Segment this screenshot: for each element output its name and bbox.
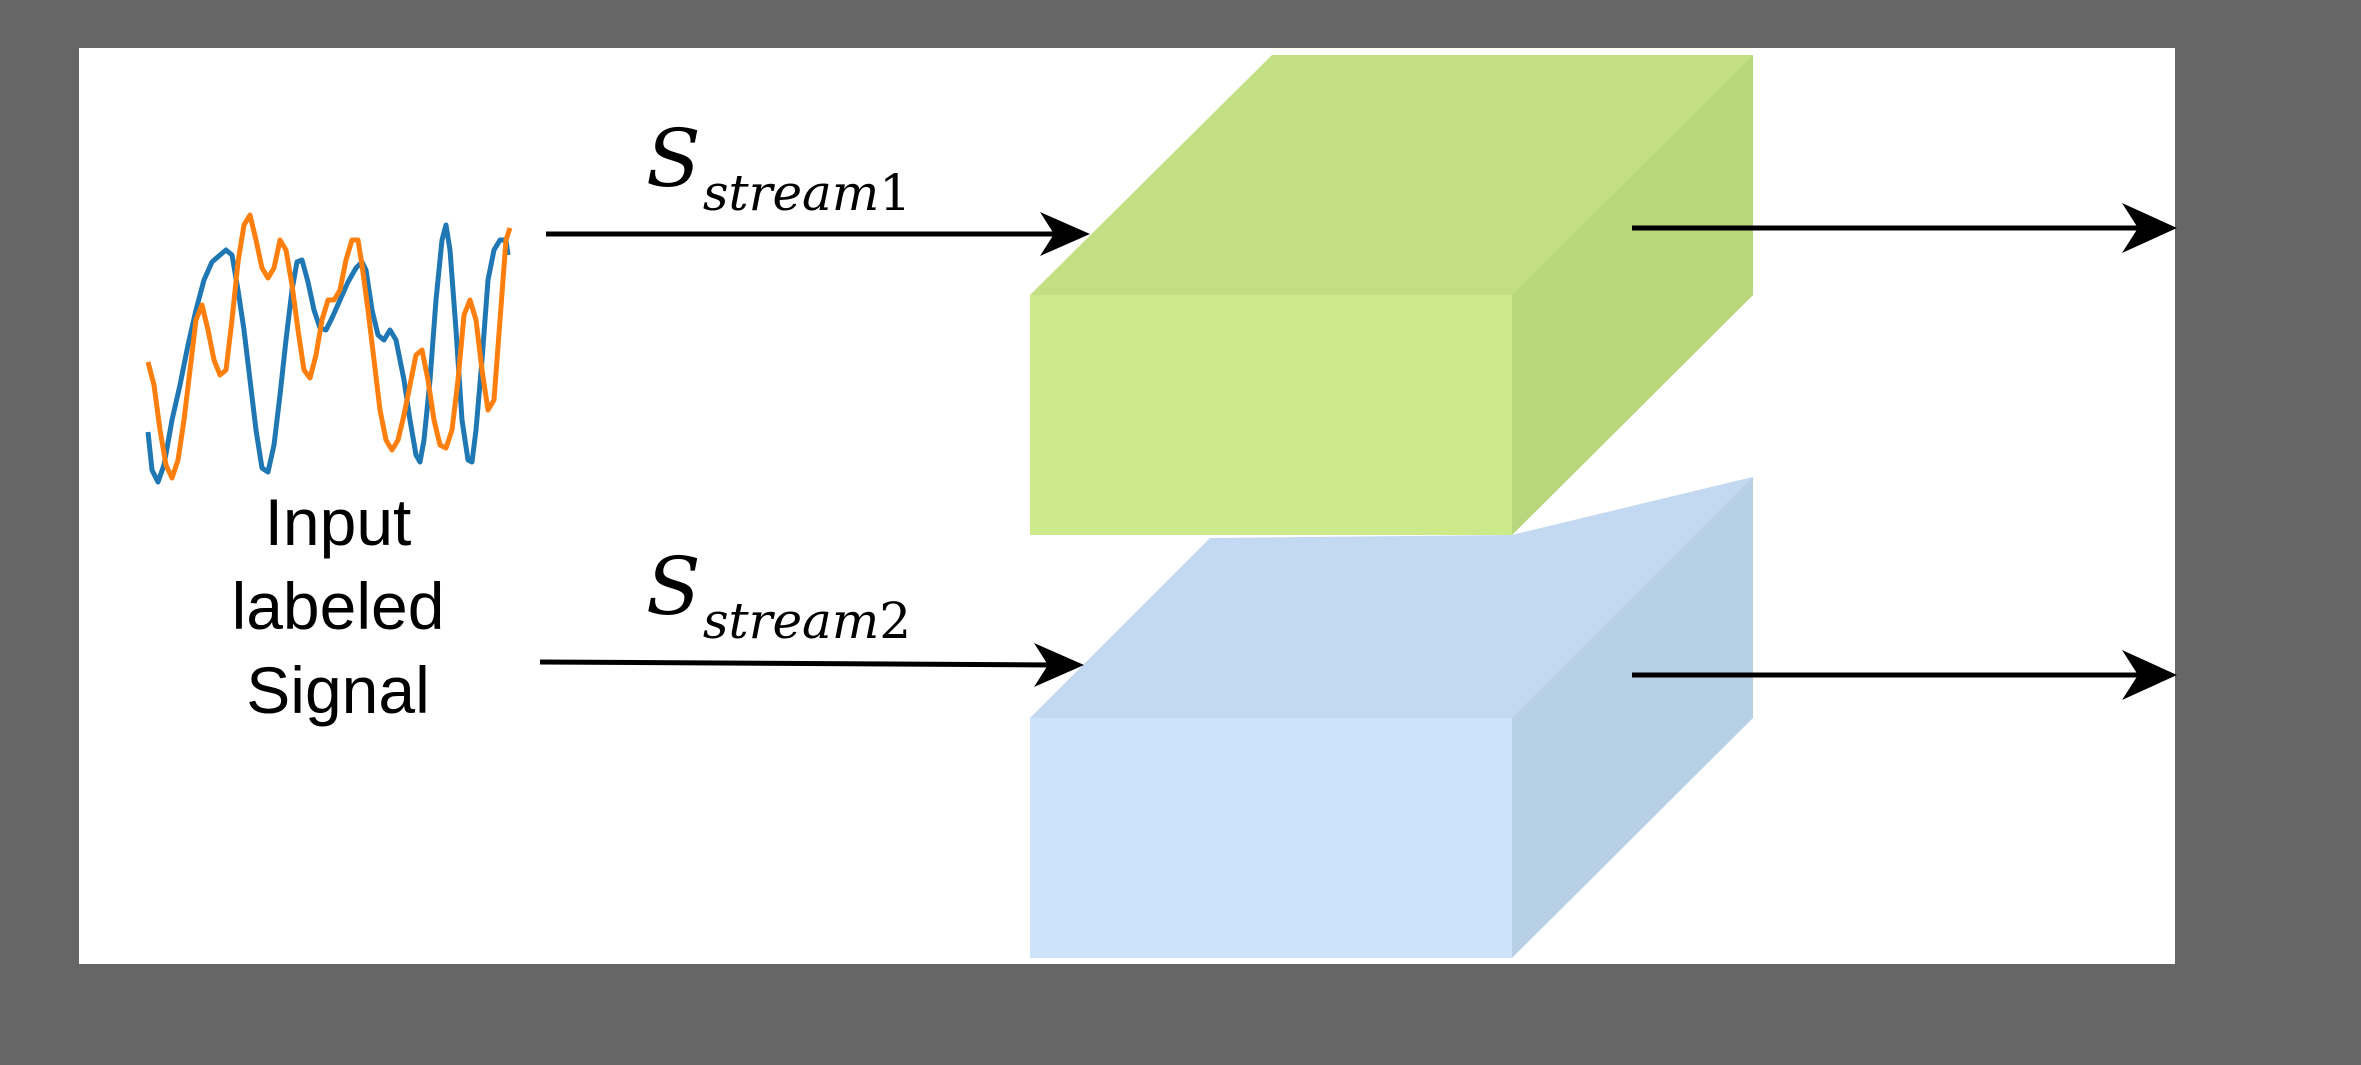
stream1-subscript: stream [702,164,880,222]
stream2-output-arrow [1632,650,2177,700]
stream2-block-side [1512,477,1753,958]
stream2-block [1030,55,1753,958]
stream1-input-arrow [546,212,1090,256]
stream2-symbol: S [646,540,701,633]
signal-label-line-3: Signal [246,653,430,727]
input-signal-waveform [145,212,513,485]
signal-trace-blue [145,222,511,485]
signal-label-line-1: Input [264,485,412,559]
stream2-block-front [1030,718,1512,958]
stream1-label: Sstream1 [646,112,911,222]
input-signal-label: Input labeled Signal [178,480,498,732]
stream2-input-arrow [539,643,1084,687]
stream1-block-front-overlap [1030,295,1512,535]
stream2-index: 2 [879,592,912,650]
stream1-output-arrow [1632,203,2177,253]
signal-label-line-2: labeled [231,569,445,643]
stream2-label: Sstream2 [646,540,911,650]
stream1-block-side-overlap [1512,55,1753,535]
signal-trace-orange [145,212,513,481]
stream2-subscript: stream [702,592,880,650]
stream1-symbol: S [646,112,701,205]
stream1-index: 1 [879,164,912,222]
